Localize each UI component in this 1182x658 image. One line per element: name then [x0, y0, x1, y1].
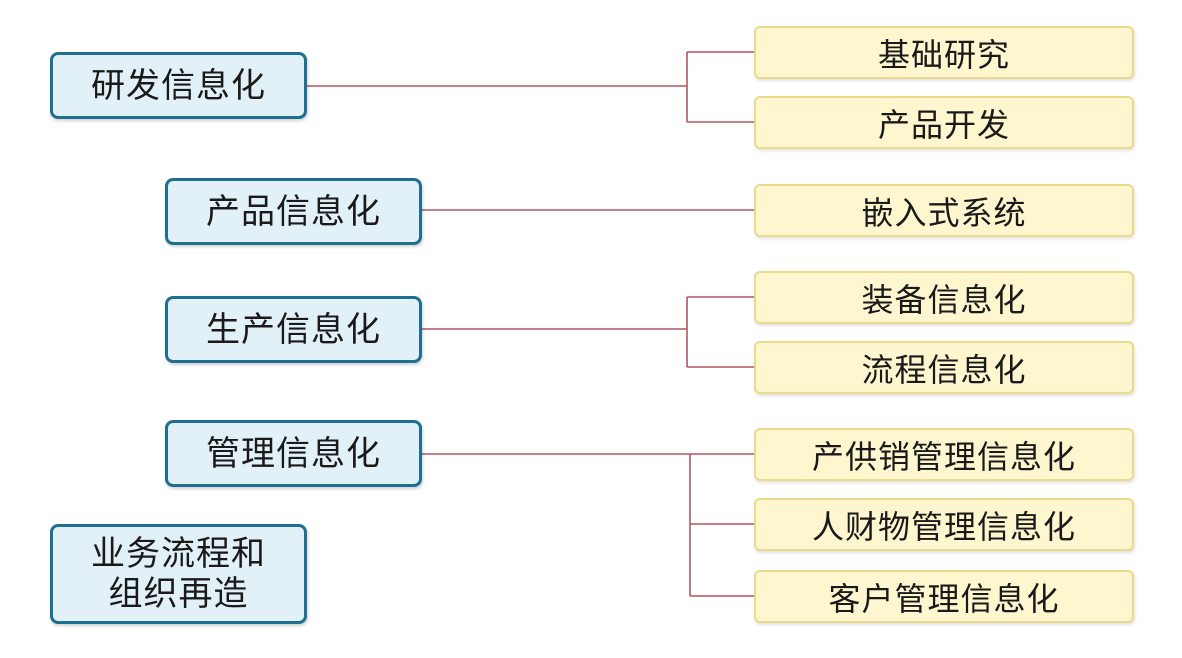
node-product-development: 产品开发: [754, 96, 1134, 149]
node-production-informatization: 生产信息化: [165, 296, 422, 363]
node-label: 管理信息化: [206, 433, 381, 474]
node-equipment-informatization: 装备信息化: [754, 271, 1134, 324]
node-process-informatization: 流程信息化: [754, 341, 1134, 394]
node-label: 基础研究: [877, 35, 1010, 74]
node-customer-management: 客户管理信息化: [754, 570, 1134, 623]
node-supply-sales-management: 产供销管理信息化: [754, 428, 1134, 481]
node-label: 产品开发: [877, 105, 1010, 144]
node-label: 装备信息化: [861, 280, 1027, 319]
node-embedded-systems: 嵌入式系统: [754, 184, 1134, 237]
node-label: 流程信息化: [861, 350, 1027, 389]
node-basic-research: 基础研究: [754, 26, 1134, 79]
node-label: 产品信息化: [206, 191, 381, 232]
node-label: 研发信息化: [91, 65, 266, 106]
node-label: 客户管理信息化: [828, 579, 1060, 618]
node-hr-finance-management: 人财物管理信息化: [754, 498, 1134, 551]
node-management-informatization: 管理信息化: [165, 420, 422, 487]
node-product-informatization: 产品信息化: [165, 178, 422, 245]
node-label-line2: 组织再造: [108, 574, 249, 614]
node-label: 产供销管理信息化: [811, 437, 1076, 476]
node-rd-informatization: 研发信息化: [50, 52, 307, 119]
node-label: 嵌入式系统: [861, 193, 1027, 232]
node-label: 生产信息化: [206, 309, 381, 350]
node-label: 人财物管理信息化: [811, 507, 1076, 546]
node-process-reengineering: 业务流程和 组织再造: [50, 524, 307, 624]
node-label-line1: 业务流程和: [91, 534, 266, 574]
